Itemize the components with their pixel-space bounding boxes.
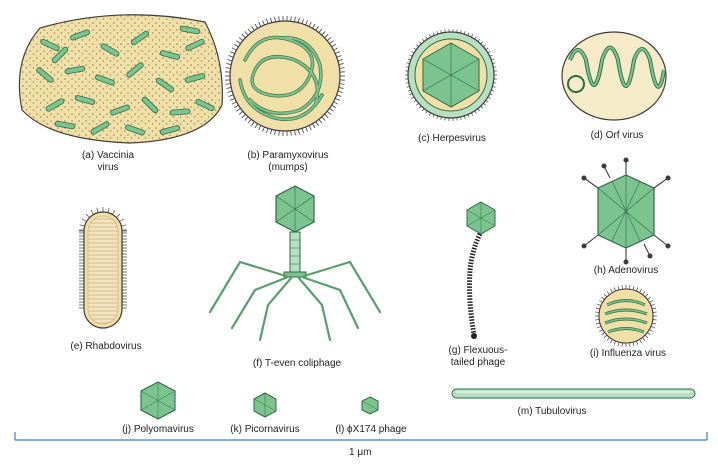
paramyxovirus [225, 16, 345, 136]
t-even-coliphage [208, 185, 382, 342]
label-flexuous-tailed-phage: (g) Flexuous- tailed phage [440, 345, 516, 369]
picornavirus [253, 392, 277, 418]
polyomavirus [140, 381, 176, 420]
label-adenovirus: (h) Adenovirus [593, 265, 659, 276]
label-polyomavirus: (j) Polyomavirus [122, 424, 194, 435]
label-vaccinia: (a) Vaccinia virus [68, 150, 148, 174]
label-t-even-coliphage: (f) T-even coliphage [252, 358, 342, 369]
scale-bar [14, 432, 708, 441]
label-flexuous-line1: (g) Flexuous- [448, 345, 508, 356]
label-influenza-virus: (i) Influenza virus [589, 348, 667, 359]
influenza-virus [595, 285, 657, 347]
rhabdovirus [79, 207, 127, 329]
label-picornavirus: (k) Picornavirus [230, 424, 300, 435]
label-vaccinia-line1: (a) Vaccinia [81, 150, 135, 161]
vaccinia-virus [18, 14, 223, 144]
label-phix174-phage: (l) ϕX174 phage [335, 424, 407, 435]
tubulovirus [451, 388, 696, 399]
flexuous-tailed-phage [466, 201, 496, 339]
label-tubulovirus: (m) Tubulovirus [517, 406, 587, 417]
label-rhabdovirus: (e) Rhabdovirus [70, 341, 142, 352]
label-paramyxovirus: (b) Paramyxovirus (mumps) [240, 150, 336, 174]
orf-virus [561, 31, 667, 121]
label-flexuous-line2: tailed phage [450, 357, 506, 368]
label-paramyxovirus-line2: (mumps) [268, 162, 308, 173]
label-paramyxovirus-line1: (b) Paramyxovirus [247, 150, 329, 161]
label-herpesvirus: (c) Herpesvirus [418, 133, 486, 144]
phix174-phage [361, 396, 379, 415]
scale-bar-label: 1 μm [349, 447, 372, 458]
adenovirus [581, 157, 671, 265]
herpesvirus [405, 29, 497, 121]
label-orf-virus: (d) Orf virus [590, 130, 644, 141]
label-vaccinia-line2: virus [97, 162, 119, 173]
